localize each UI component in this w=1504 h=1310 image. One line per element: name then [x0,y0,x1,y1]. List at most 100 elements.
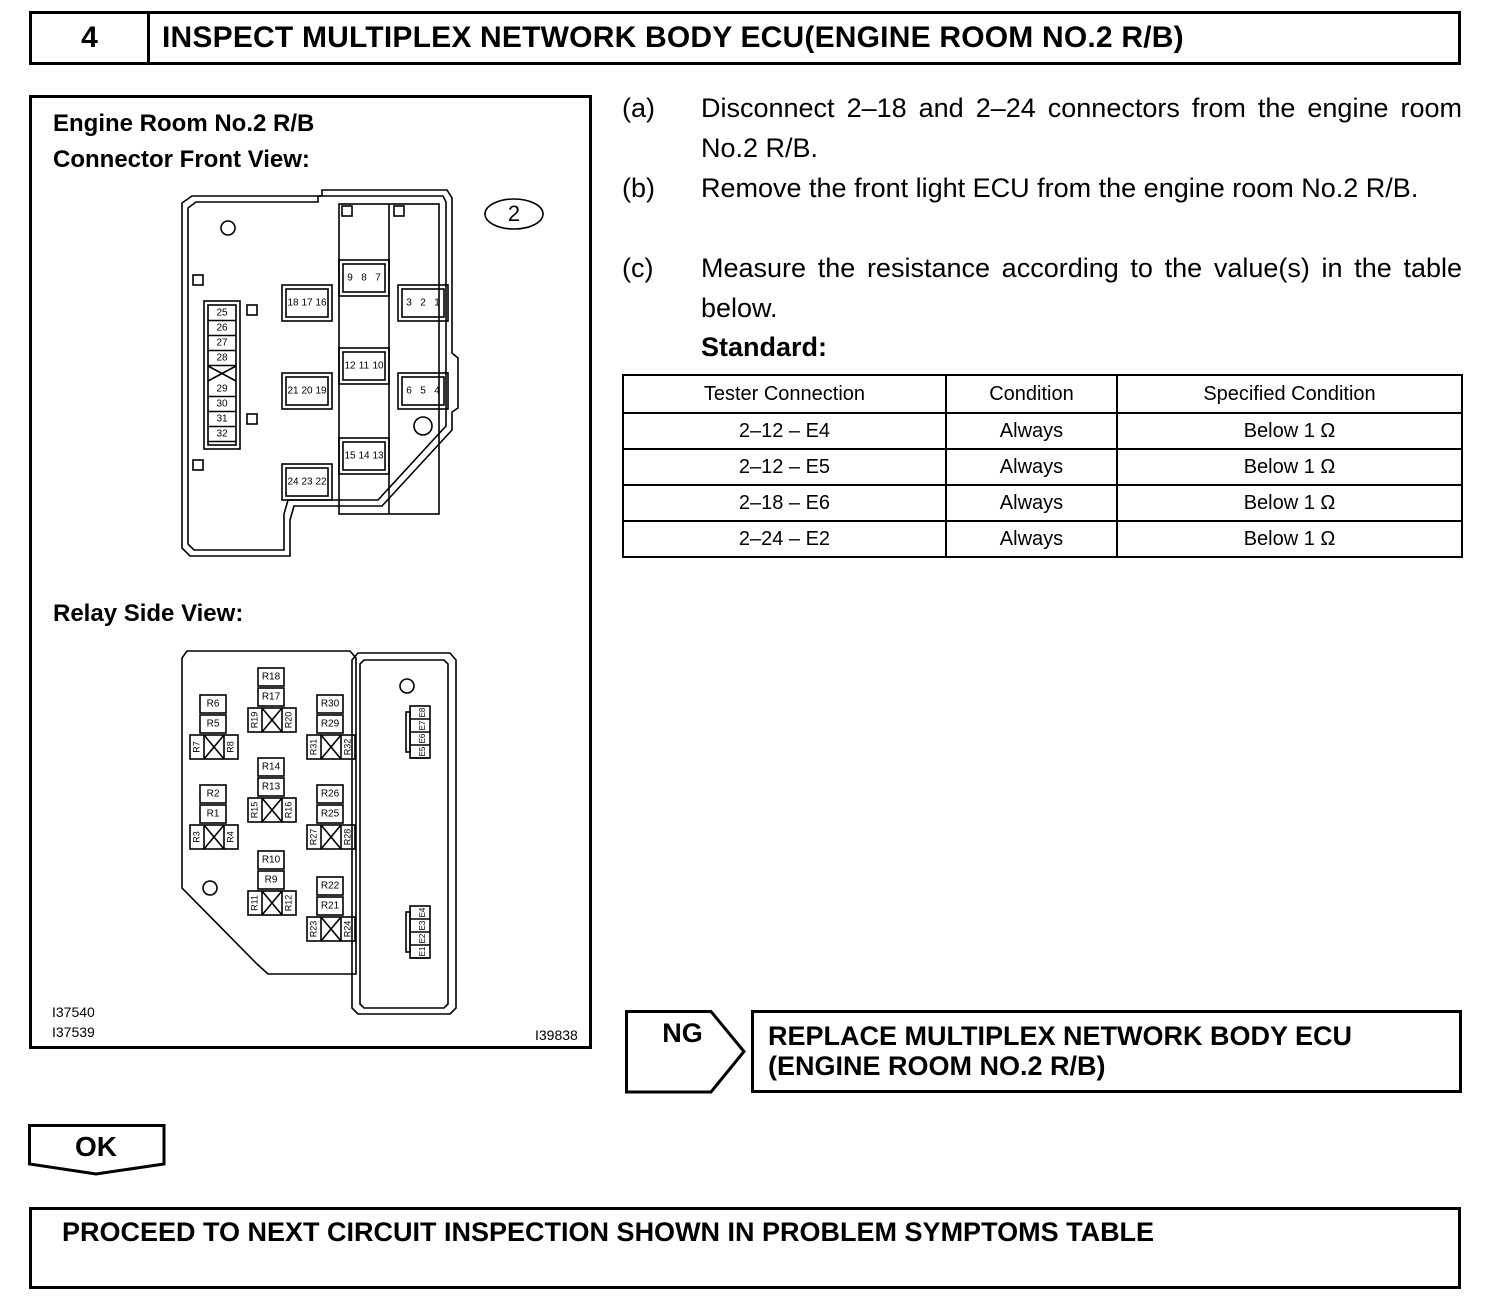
relay-socket [306,824,356,850]
relay-terminal-label: R31 [308,739,318,756]
ok-arrow-shape [28,1124,166,1176]
relay-terminal-label: R17 [262,692,281,703]
locating-tab [192,459,204,471]
relay-socket [281,463,333,501]
relay-terminal-label: R14 [262,762,281,773]
relay-label-box [316,714,344,734]
relay-socket [189,734,239,760]
relay-terminal-label: R30 [321,699,340,710]
table-cell: 2–12 – E5 [622,448,947,486]
table-cell: 2–18 – E6 [622,484,947,522]
e-terminal-label: E5 [418,746,427,756]
unused-terminal-cross [261,797,283,823]
ng-label: NG [662,1018,703,1048]
column-header: Tester Connection [622,374,947,414]
relay-socket [281,372,333,410]
relay-terminal-label: R25 [321,809,340,820]
unused-terminal-cross [203,734,225,760]
unused-terminal-cross [261,890,283,916]
connector-housing-inner [359,659,449,1009]
mounting-hole [399,678,415,694]
relay-socket [189,824,239,850]
relay-socket [247,797,297,823]
relay-label-box [257,870,285,890]
step-a: (a) Disconnect 2–18 and 2–24 connectors … [622,93,1462,163]
connector-tag-outline [484,198,544,230]
ng-result-line: REPLACE MULTIPLEX NETWORK BODY ECU [768,1021,1353,1051]
ok-label: OK [75,1131,117,1162]
relay-terminal-label: R28 [342,829,352,846]
relay-socket [338,259,390,297]
e-terminal-label: E3 [418,920,427,930]
table-row: 2–18 – E6 Always Below 1 Ω [622,484,1463,522]
terminal-label: 32 [216,429,228,440]
figure-id: I37540 [52,1004,95,1020]
terminal-label: 11 [359,361,370,372]
locating-tab [192,274,204,286]
relay-block-outline [181,650,357,975]
relay-terminal-label: R8 [225,741,235,753]
ng-result-line: (ENGINE ROOM NO.2 R/B) [768,1051,1106,1081]
column-header: Specified Condition [1116,374,1463,414]
relay-socket [247,890,297,916]
relay-terminal-label: R11 [249,895,259,911]
relay-terminal-label: R12 [283,895,293,912]
relay-label-box [316,896,344,916]
terminal-label: 31 [216,414,228,425]
relay-socket [306,734,356,760]
relay-socket-inner [342,441,386,471]
terminal-label: 8 [361,273,367,284]
terminal-label: 7 [375,273,381,284]
mounting-hole [220,220,236,236]
relay-terminal-label: R13 [262,782,281,793]
terminal-label: 24 [287,477,299,488]
table-cell: Below 1 Ω [1116,448,1463,486]
figure-id: I39838 [535,1027,578,1043]
relay-socket-inner [285,376,329,406]
step-b: (b) Remove the front light ECU from the … [622,173,1419,203]
terminal-label: 23 [301,477,313,488]
table-row: 2–12 – E4 Always Below 1 Ω [622,412,1463,450]
relay-socket-inner [401,376,445,406]
relay-label-box [316,694,344,714]
table-cell: Always [944,484,1119,522]
mounting-hole [413,416,433,436]
table-header-row: Tester Connection Condition Specified Co… [622,374,1463,414]
relay-view-title: Relay Side View: [53,600,244,627]
ng-result-box: REPLACE MULTIPLEX NETWORK BODY ECU (ENGI… [751,1010,1462,1093]
table-cell: Always [944,412,1119,450]
relay-socket [306,916,356,942]
relay-label-box [199,804,227,824]
relay-socket-inner [342,263,386,293]
relay-terminal-label: R21 [321,901,340,912]
ng-arrow-shape [625,1010,746,1094]
connector-tag: 2 [508,201,520,226]
terminal-label: 28 [216,353,228,364]
terminal-label: 26 [216,323,228,334]
relay-terminal-label: R24 [342,921,352,938]
relay-terminal-label: R10 [262,855,281,866]
step-title: INSPECT MULTIPLEX NETWORK BODY ECU(ENGIN… [162,21,1184,54]
relay-label-box [316,804,344,824]
step-header: 4 INSPECT MULTIPLEX NETWORK BODY ECU(ENG… [29,11,1461,65]
relay-label-box [257,777,285,797]
terminal-label: 17 [301,298,313,309]
terminal-label: 9 [347,273,353,284]
relay-terminal-label: R20 [283,712,293,729]
terminal-label: 30 [216,399,228,410]
column-header: Condition [944,374,1119,414]
relay-terminal-label: R9 [265,875,278,886]
relay-label-box [199,784,227,804]
figure-id: I37539 [52,1024,95,1040]
relay-terminal-label: R18 [262,672,281,683]
relay-socket [247,707,297,733]
e-terminal-label: E7 [418,720,427,730]
e-terminal-label: E2 [418,933,427,943]
terminal-label: 4 [434,386,440,397]
relay-socket-inner [401,288,445,318]
e-connector-latch [405,711,411,753]
relay-label-box [199,694,227,714]
relay-terminal-label: R26 [321,789,340,800]
